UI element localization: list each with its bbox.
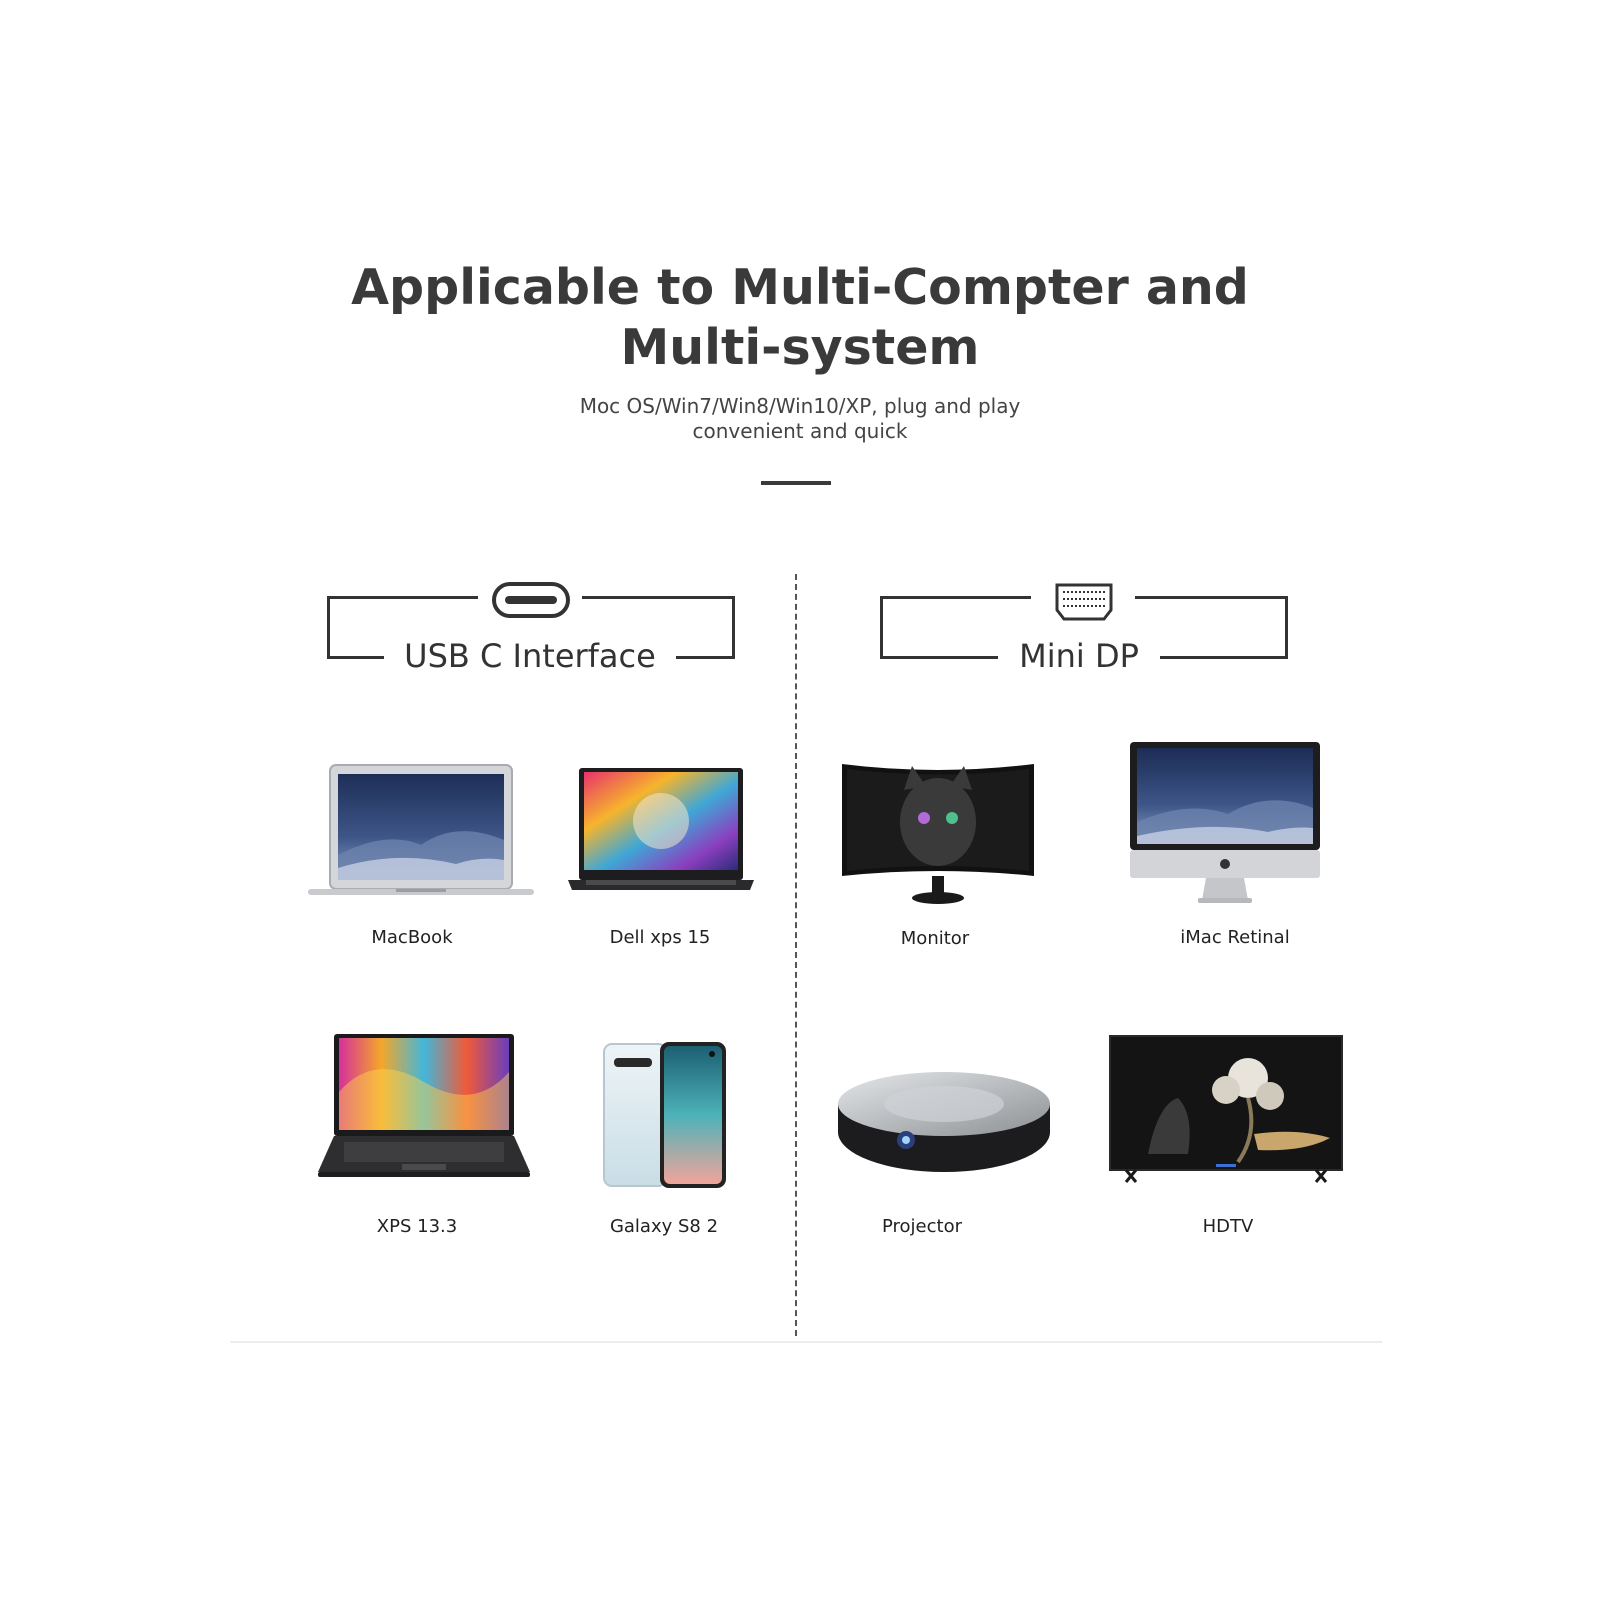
bottom-divider [230,1341,1382,1343]
section-label-mini-dp: Mini DP [1008,634,1150,678]
hdtv-image [1108,1034,1344,1186]
dell-xps-15-image [566,766,756,898]
title-line-1: Applicable to Multi-Compter and [351,259,1249,316]
galaxy-phone-image [600,1040,730,1190]
device-label: HDTV [1202,1216,1254,1237]
device-label: Dell xps 15 [609,927,711,948]
section-divider [795,574,797,1336]
subtitle: Moc OS/Win7/Win8/Win10/XP, plug and play… [0,394,1600,444]
title-line-2: Multi-system [620,319,980,376]
mini-displayport-icon [1054,582,1114,622]
usb-c-port-icon [491,581,571,619]
projector-image [834,1070,1054,1180]
section-label-usb-c: USB C Interface [395,634,665,678]
device-label: Monitor [900,928,970,949]
subtitle-line-1: Moc OS/Win7/Win8/Win10/XP, plug and play [579,394,1021,418]
imac-image [1128,740,1322,906]
xps-13-image [314,1032,534,1184]
macbook-image [306,760,536,900]
title-underline [761,481,831,485]
subtitle-line-2: convenient and quick [692,419,908,443]
device-label: MacBook [371,927,453,948]
device-label: Projector [882,1216,962,1237]
page-title: Applicable to Multi-Compter and Multi-sy… [0,258,1600,378]
monitor-image [838,760,1038,910]
device-label: iMac Retinal [1180,927,1290,948]
device-label: XPS 13.3 [376,1216,458,1237]
device-label: Galaxy S8 2 [609,1216,719,1237]
